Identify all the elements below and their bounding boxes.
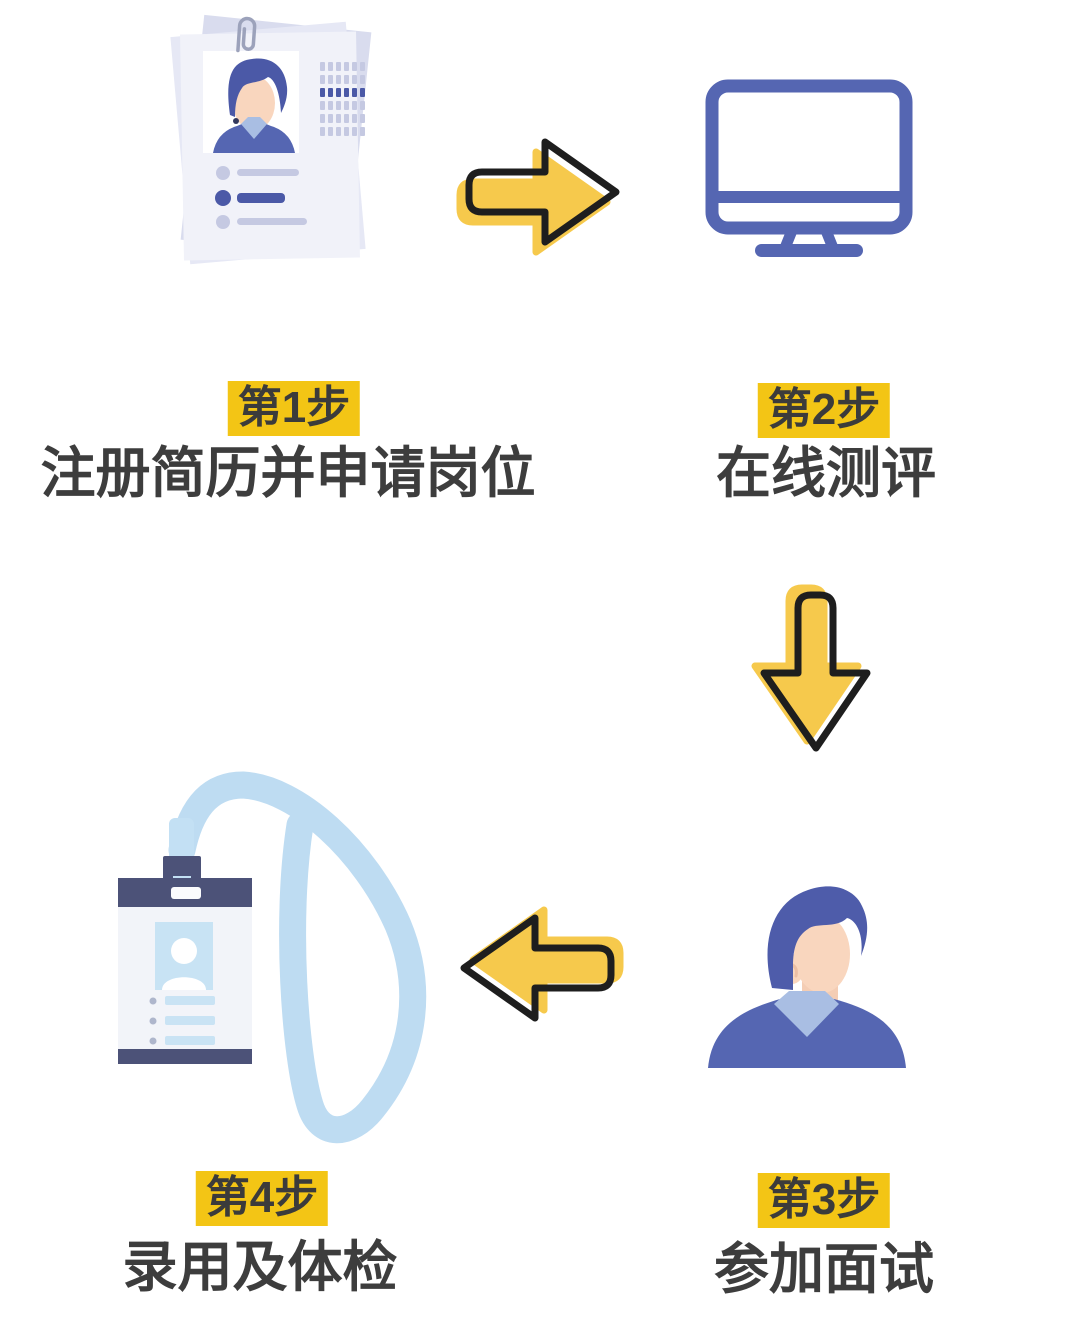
step-1-desc: 注册简历并申请岗位 (40, 442, 536, 504)
computer-monitor-icon (703, 78, 915, 260)
step-3-label: 第3步 (757, 1173, 891, 1228)
arrow-left-icon (448, 898, 628, 1038)
step-1-label: 第1步 (227, 381, 361, 436)
id-badge-lanyard-icon (105, 770, 445, 1145)
step-2-desc: 在线测评 (715, 442, 937, 504)
step-3-desc: 参加面试 (713, 1238, 935, 1300)
arrow-down-icon (748, 578, 883, 763)
arrow-right-icon (452, 122, 632, 262)
step-2-label: 第2步 (757, 383, 891, 438)
step-4-label: 第4步 (195, 1171, 329, 1226)
person-icon (698, 876, 916, 1068)
step-4-desc: 录用及体检 (122, 1236, 398, 1298)
resume-documents-icon (140, 5, 400, 295)
paperclip-icon (236, 16, 257, 53)
